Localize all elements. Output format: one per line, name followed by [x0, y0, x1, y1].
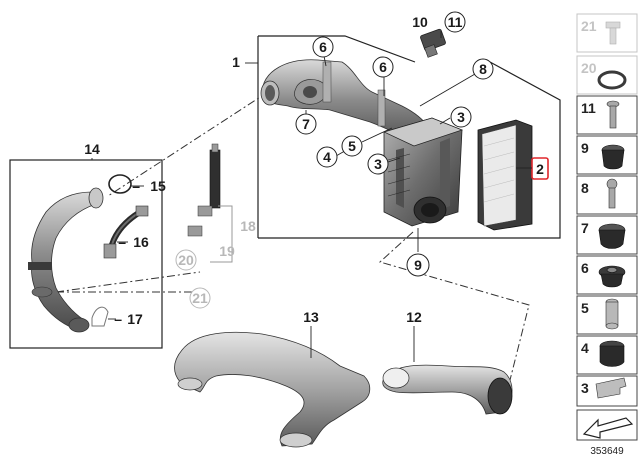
callout-16: 16 — [133, 234, 149, 250]
side-panel-label-7: 7 — [581, 220, 589, 236]
callout-3a-circle — [450, 106, 472, 128]
callout-5-circle — [341, 135, 363, 157]
o-ring-icon — [597, 70, 627, 90]
callout-6a: 6 — [319, 39, 327, 55]
callout-3b: 3 — [374, 156, 382, 172]
side-panel-label-3: 3 — [581, 380, 589, 396]
clip-icon — [595, 377, 627, 399]
callout-18: 18 — [240, 218, 256, 234]
connection-lines — [55, 91, 530, 381]
callout-17: 17 — [127, 311, 143, 327]
callout-11: 11 — [448, 14, 463, 30]
diagram-id: 353649 — [590, 446, 624, 457]
callout-9: 9 — [414, 257, 422, 273]
callout-13: 13 — [303, 309, 319, 325]
callout-21-circle — [189, 287, 211, 309]
screw-icon — [606, 100, 620, 129]
bolt-icon — [606, 178, 618, 209]
callout-6b-circle — [372, 56, 394, 78]
bolt-small-icon — [605, 21, 621, 45]
callout-2: 2 — [536, 161, 544, 177]
callout-11-circle — [444, 11, 466, 33]
part-sensor — [420, 28, 446, 58]
callout-3a: 3 — [457, 109, 465, 125]
callout-7: 7 — [302, 116, 310, 132]
callout-9-circle — [406, 253, 430, 277]
sleeve-icon — [605, 298, 619, 330]
callout-14: 14 — [84, 141, 100, 157]
assembly-14-frame — [9, 159, 163, 349]
callout-8-circle — [472, 58, 494, 80]
assembly-1-frame — [257, 35, 561, 239]
part-air-duct — [174, 331, 371, 448]
callout-10: 10 — [412, 14, 428, 30]
callout-17-dash: – — [114, 311, 122, 327]
part-small-hose — [103, 205, 149, 259]
callout-20: 20 — [178, 252, 194, 268]
callout-16-dash: – — [118, 234, 126, 250]
callout-15: 15 — [150, 178, 166, 194]
side-panel-label-8: 8 — [581, 180, 589, 196]
rubber-bushing-icon — [599, 340, 625, 367]
part-clip — [91, 306, 109, 327]
part-clamp-ring — [108, 174, 132, 194]
side-panel-cell-11 — [576, 95, 638, 135]
grommet-icon — [601, 144, 625, 170]
side-panel-label-6: 6 — [581, 260, 589, 276]
side-panel-label-21: 21 — [581, 18, 597, 34]
callout-20-circle — [175, 249, 197, 271]
callout-5: 5 — [348, 138, 356, 154]
callout-12: 12 — [406, 309, 422, 325]
callouts: 1 6 6 8 10 11 7 5 4 3 3 2 9 14 – 15 – 16… — [84, 11, 544, 327]
callout-3b-circle — [367, 153, 389, 175]
callout-4-circle — [316, 146, 338, 168]
callout-1: 1 — [232, 54, 240, 70]
callout-19: 19 — [219, 243, 235, 259]
part-intake-snorkel — [382, 364, 513, 415]
bracket-18-19 — [210, 205, 233, 263]
callout-7-circle — [295, 113, 317, 135]
part-filter-element — [477, 119, 533, 231]
rubber-mount-icon — [598, 223, 626, 249]
leader-lines — [91, 31, 532, 362]
side-panel-cell-21 — [576, 13, 638, 53]
side-panel-label-4: 4 — [581, 340, 589, 356]
callout-8: 8 — [479, 61, 487, 77]
callout-4: 4 — [323, 149, 331, 165]
part-resonator-hose — [28, 187, 104, 333]
part-intake-hose — [260, 59, 433, 149]
side-panel-label-20: 20 — [581, 60, 597, 76]
callout-21: 21 — [192, 290, 208, 306]
grommet-flange-icon — [598, 265, 626, 288]
side-panel-label-11: 11 — [581, 100, 596, 116]
orientation-arrow-icon — [582, 417, 634, 439]
callout-6b: 6 — [379, 59, 387, 75]
highlight-box — [531, 157, 549, 180]
side-panel-label-5: 5 — [581, 300, 589, 316]
side-panel: 21 20 11 9 8 7 — [576, 13, 638, 457]
callout-15-dash: – — [132, 178, 140, 194]
side-panel-label-9: 9 — [581, 140, 589, 156]
part-filter-housing — [383, 117, 464, 227]
part-vent-hose — [187, 143, 221, 237]
callout-6a-circle — [312, 36, 334, 58]
